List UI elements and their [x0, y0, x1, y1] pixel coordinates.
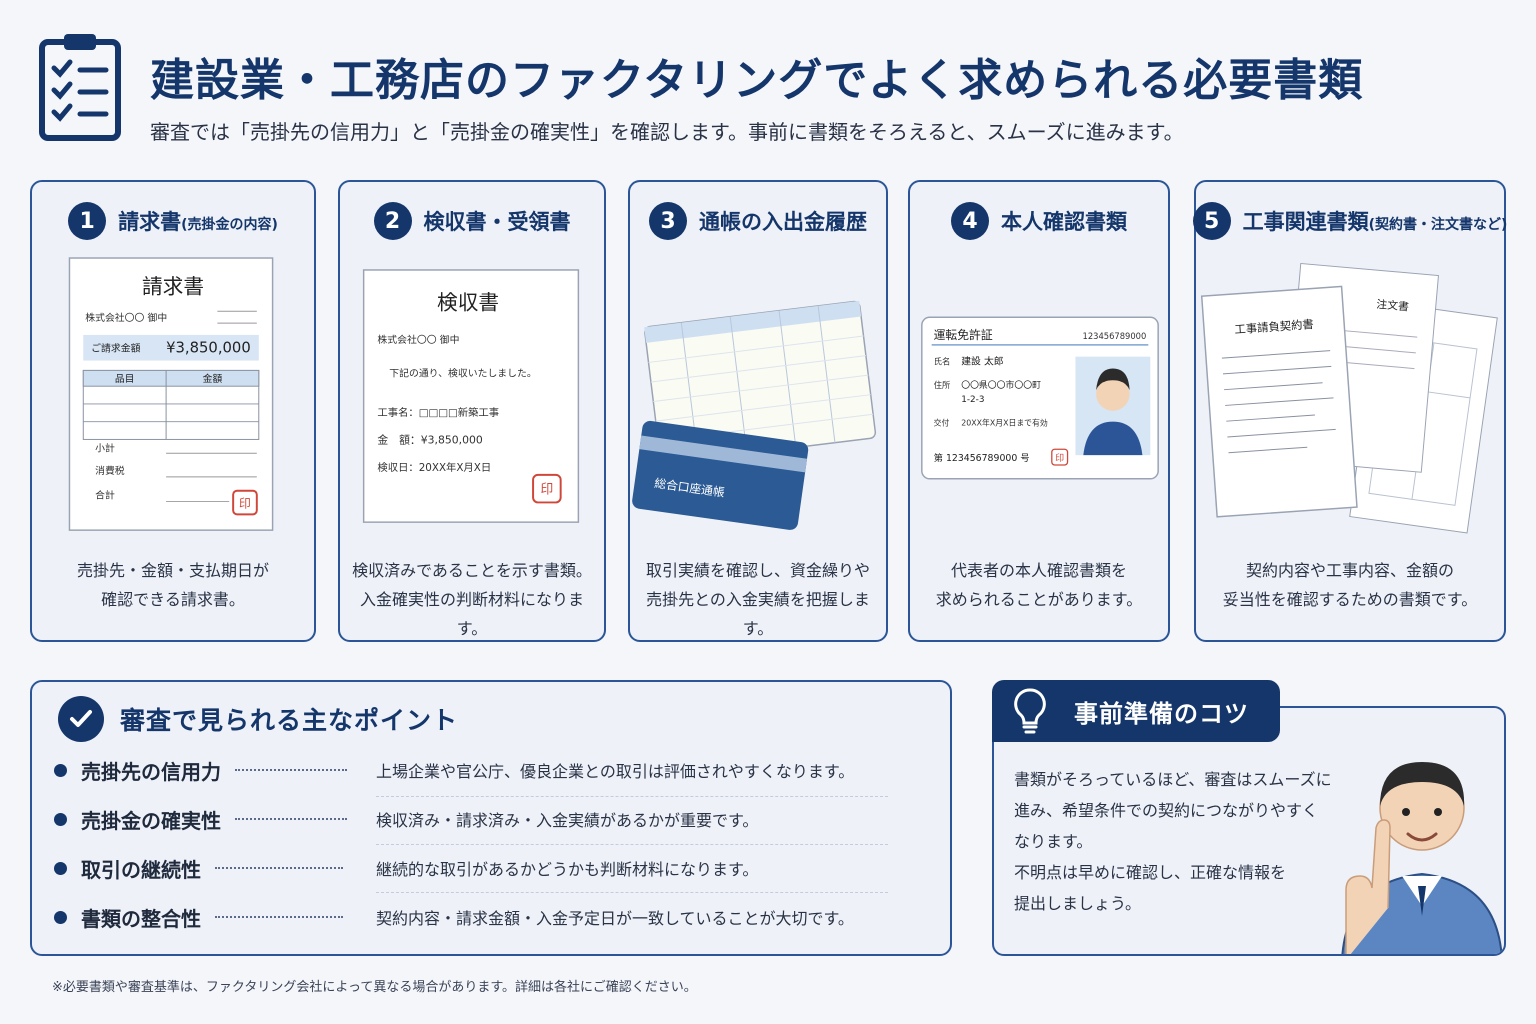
- contract-documents-illustration: 注文書 工事請負契約書: [1200, 262, 1498, 534]
- point-item: 売掛金の確実性 検収済み・請求済み・入金実績があるかが重要です。: [54, 795, 888, 843]
- card-description: 売掛先・金額・支払期日が 確認できる請求書。: [76, 561, 269, 609]
- dotted-leader: [215, 916, 343, 918]
- invoice-document-illustration: 請求書 株式会社〇〇 御中 ご請求金額 ¥3,850,000 品目 金額 小計 …: [68, 257, 274, 531]
- card-construction-docs: 5 工事関連書類(契約書・注文書など) 注文書 工事請負契約書: [1192, 180, 1508, 642]
- point-text: 契約内容・請求金額・入金予定日が一致していることが大切です。: [376, 909, 854, 928]
- card-number: 2: [373, 202, 412, 240]
- point-text: 継続的な取引があるかどうかも判断材料になります。: [376, 860, 759, 879]
- svg-text:品目: 品目: [115, 373, 135, 385]
- doc-heading: 請求書: [142, 275, 204, 299]
- card-description: 検収済みであることを示す書類。 入金確実性の判断材料になります。: [352, 561, 592, 638]
- svg-text:運転免許証: 運転免許証: [934, 328, 993, 342]
- point-label: 売掛先の信用力: [81, 759, 221, 784]
- svg-text:金 額：¥3,850,000: 金 額：¥3,850,000: [377, 432, 482, 446]
- svg-text:1-2-3: 1-2-3: [961, 395, 984, 405]
- point-text: 上場企業や官公庁、優良企業との取引は評価されやすくなります。: [376, 762, 855, 781]
- drivers-license-illustration: 運転免許証 123456789000 氏名 建設 太郎 住所 〇〇県〇〇市〇〇町…: [921, 316, 1159, 480]
- svg-text:検収書: 検収書: [437, 290, 499, 314]
- svg-text:小計: 小計: [95, 441, 115, 454]
- point-item: 売掛先の信用力 上場企業や官公庁、優良企業との取引は評価されやすくなります。: [54, 746, 888, 794]
- page-title: 建設業・工務店のファクタリングでよく求められる必要書類: [150, 55, 1364, 106]
- lightbulb-icon: [1014, 688, 1046, 734]
- doc-recipient: 株式会社〇〇 御中: [85, 311, 167, 324]
- point-item: 取引の継続性 継続的な取引があるかどうかも判断材料になります。: [54, 844, 888, 892]
- svg-text:注文書: 注文書: [1376, 297, 1410, 314]
- svg-text:検収日：20XX年X月X日: 検収日：20XX年X月X日: [377, 461, 491, 474]
- card-description: 代表者の本人確認書類を 求められることがあります。: [935, 561, 1143, 609]
- svg-text:交付: 交付: [934, 418, 950, 428]
- svg-text:工事名：□□□□新築工事: 工事名：□□□□新築工事: [377, 406, 499, 419]
- svg-text:印: 印: [540, 483, 553, 498]
- point-label: 売掛金の確実性: [81, 808, 221, 833]
- svg-text:住所: 住所: [934, 380, 951, 390]
- card-title: 工事関連書類(契約書・注文書など): [1242, 210, 1508, 234]
- tips-header: 事前準備のコツ: [992, 680, 1280, 742]
- card-invoice: 1 請求書(売掛金の内容) 請求書 株式会社〇〇 御中 ご請求金額 ¥3,850…: [30, 180, 316, 642]
- page-subtitle: 審査では「売掛先の信用力」と「売掛金の確実性」を確認します。事前に書類をそろえる…: [150, 120, 1184, 144]
- card-number: 1: [68, 202, 107, 240]
- svg-text:第 123456789000 号: 第 123456789000 号: [934, 452, 1030, 464]
- row-divider: [376, 796, 888, 797]
- passbook-illustration: 総合口座通帳: [632, 300, 877, 530]
- svg-text:下記の通り、検収いたしました。: 下記の通り、検収いたしました。: [389, 366, 537, 379]
- svg-text:印: 印: [239, 496, 251, 510]
- doc-amount: ¥3,850,000: [166, 340, 251, 357]
- card-acceptance: 2 検収書・受領書 検収書 株式会社〇〇 御中 下記の通り、検収いたしました。 …: [338, 180, 606, 642]
- acceptance-document-illustration: 検収書 株式会社〇〇 御中 下記の通り、検収いたしました。 工事名：□□□□新築…: [362, 269, 580, 523]
- card-title: 本人確認書類: [1001, 210, 1127, 234]
- bullet-dot: [54, 910, 67, 924]
- card-description: 契約内容や工事内容、金額の 妥当性を確認するための書類です。: [1222, 561, 1478, 609]
- bullet-dot: [54, 812, 67, 826]
- points-title: 審査で見られる主なポイント: [120, 706, 459, 735]
- check-circle-icon: [58, 696, 104, 742]
- point-label: 取引の継続性: [81, 857, 201, 882]
- point-item: 書類の整合性 契約内容・請求金額・入金予定日が一致していることが大切です。: [54, 893, 888, 941]
- dotted-leader: [235, 769, 347, 771]
- svg-text:20XX年X月X日まで有効: 20XX年X月X日まで有効: [961, 418, 1048, 428]
- card-title: 検収書・受領書: [423, 210, 571, 234]
- svg-text:123456789000: 123456789000: [1083, 331, 1147, 341]
- row-divider: [376, 844, 888, 845]
- svg-text:金額: 金額: [203, 372, 223, 385]
- clipboard-checklist-icon: [39, 34, 121, 141]
- svg-text:工事請負契約書: 工事請負契約書: [1234, 317, 1314, 337]
- doc-amount-label: ご請求金額: [91, 342, 140, 355]
- card-passbook: 3 通帳の入出金履歴 総合口座通帳 取引実績を確認し、資金繰りや 売掛先との入金…: [628, 180, 888, 642]
- svg-text:建設 太郎: 建設 太郎: [961, 355, 1004, 368]
- tips-panel: 書類がそろっているほど、審査はスムーズに 進み、希望条件での契約につながりやすく…: [992, 706, 1506, 956]
- card-identity: 4 本人確認書類 運転免許証 123456789000 氏名 建設 太郎 住所 …: [908, 180, 1170, 642]
- dotted-leader: [215, 867, 343, 869]
- card-number: 5: [1192, 202, 1231, 240]
- tips-title: 事前準備のコツ: [1074, 699, 1249, 728]
- dotted-leader: [235, 818, 347, 820]
- card-title: 通帳の入出金履歴: [699, 210, 867, 234]
- svg-text:合計: 合計: [95, 489, 115, 502]
- footnote: ※必要書類や審査基準は、ファクタリング会社によって異なる場合があります。詳細は各…: [52, 980, 697, 995]
- svg-text:消費税: 消費税: [95, 464, 125, 477]
- svg-text:〇〇県〇〇市〇〇町: 〇〇県〇〇市〇〇町: [961, 379, 1041, 391]
- point-text: 検収済み・請求済み・入金実績があるかが重要です。: [376, 811, 759, 830]
- svg-text:株式会社〇〇 御中: 株式会社〇〇 御中: [377, 333, 459, 346]
- card-title: 請求書(売掛金の内容): [118, 210, 278, 234]
- bullet-dot: [54, 861, 67, 875]
- svg-text:氏名: 氏名: [934, 357, 951, 367]
- card-number: 4: [951, 202, 989, 240]
- worker-pointing-illustration: [1341, 762, 1503, 954]
- bullet-dot: [54, 763, 67, 777]
- review-points-panel: 審査で見られる主なポイント 売掛先の信用力 上場企業や官公庁、優良企業との取引は…: [30, 680, 952, 956]
- svg-text:印: 印: [1055, 452, 1064, 464]
- tips-text: 書類がそろっているほど、審査はスムーズに 進み、希望条件での契約につながりやすく…: [1014, 770, 1332, 913]
- point-label: 書類の整合性: [81, 906, 201, 931]
- card-number: 3: [649, 202, 687, 240]
- row-divider: [376, 892, 888, 893]
- card-description: 取引実績を確認し、資金繰りや 売掛先との入金実績を把握します。: [645, 561, 870, 638]
